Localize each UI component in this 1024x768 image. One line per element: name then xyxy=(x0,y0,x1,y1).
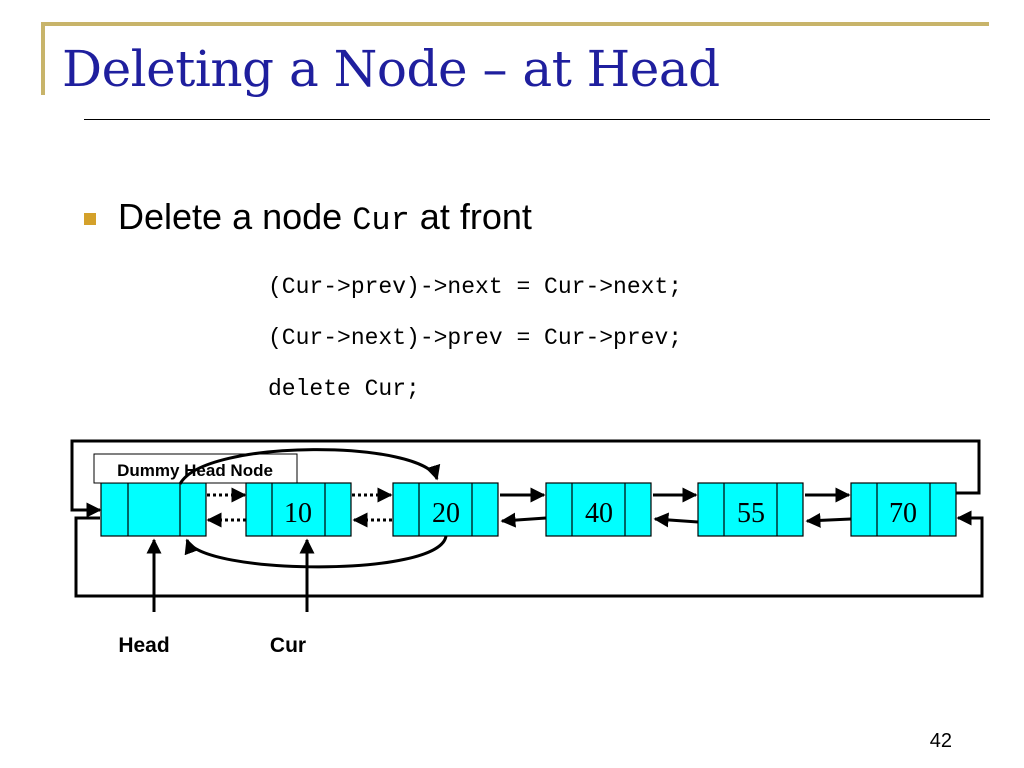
wrap-link-bottom xyxy=(74,510,984,598)
node-20-value: 20 xyxy=(432,498,460,529)
link-prev-70-55 xyxy=(805,512,852,528)
code-line-1: (Cur->prev)->next = Cur->next; xyxy=(268,274,683,300)
node-70 xyxy=(850,482,957,537)
bullet-text: Delete a node Cur at front xyxy=(118,196,532,239)
node-40-value: 40 xyxy=(585,498,613,529)
slide-title: Deleting a Node – at Head xyxy=(62,40,720,98)
link-prev-40-20 xyxy=(500,512,547,528)
node-20 xyxy=(392,482,499,537)
wrap-link-top xyxy=(70,439,981,518)
bypass-prev-20-dummy xyxy=(184,535,448,569)
title-divider xyxy=(84,119,990,120)
node-10 xyxy=(245,482,352,537)
cur-label: Cur xyxy=(270,634,306,657)
bypass-next-dummy-20 xyxy=(178,448,441,485)
node-10-value: 10 xyxy=(284,498,312,529)
bullet-text-prefix: Delete a node xyxy=(118,196,353,237)
page-number: 42 xyxy=(929,730,952,752)
bullet-square-icon xyxy=(84,213,96,225)
node-55-value: 55 xyxy=(737,498,765,529)
code-line-3: delete Cur; xyxy=(268,376,420,402)
head-label: Head xyxy=(118,634,169,657)
bullet-code: Cur xyxy=(352,202,410,239)
code-line-2: (Cur->next)->prev = Cur->prev; xyxy=(268,325,683,351)
frame-accent-horizontal xyxy=(41,22,989,26)
node-70-value: 70 xyxy=(889,498,917,529)
bullet-text-suffix: at front xyxy=(409,196,532,237)
node-40 xyxy=(545,482,652,537)
node-55 xyxy=(697,482,804,537)
link-prev-55-40 xyxy=(653,512,699,528)
dummy-head-node xyxy=(100,482,207,537)
frame-accent-vertical xyxy=(41,22,45,95)
